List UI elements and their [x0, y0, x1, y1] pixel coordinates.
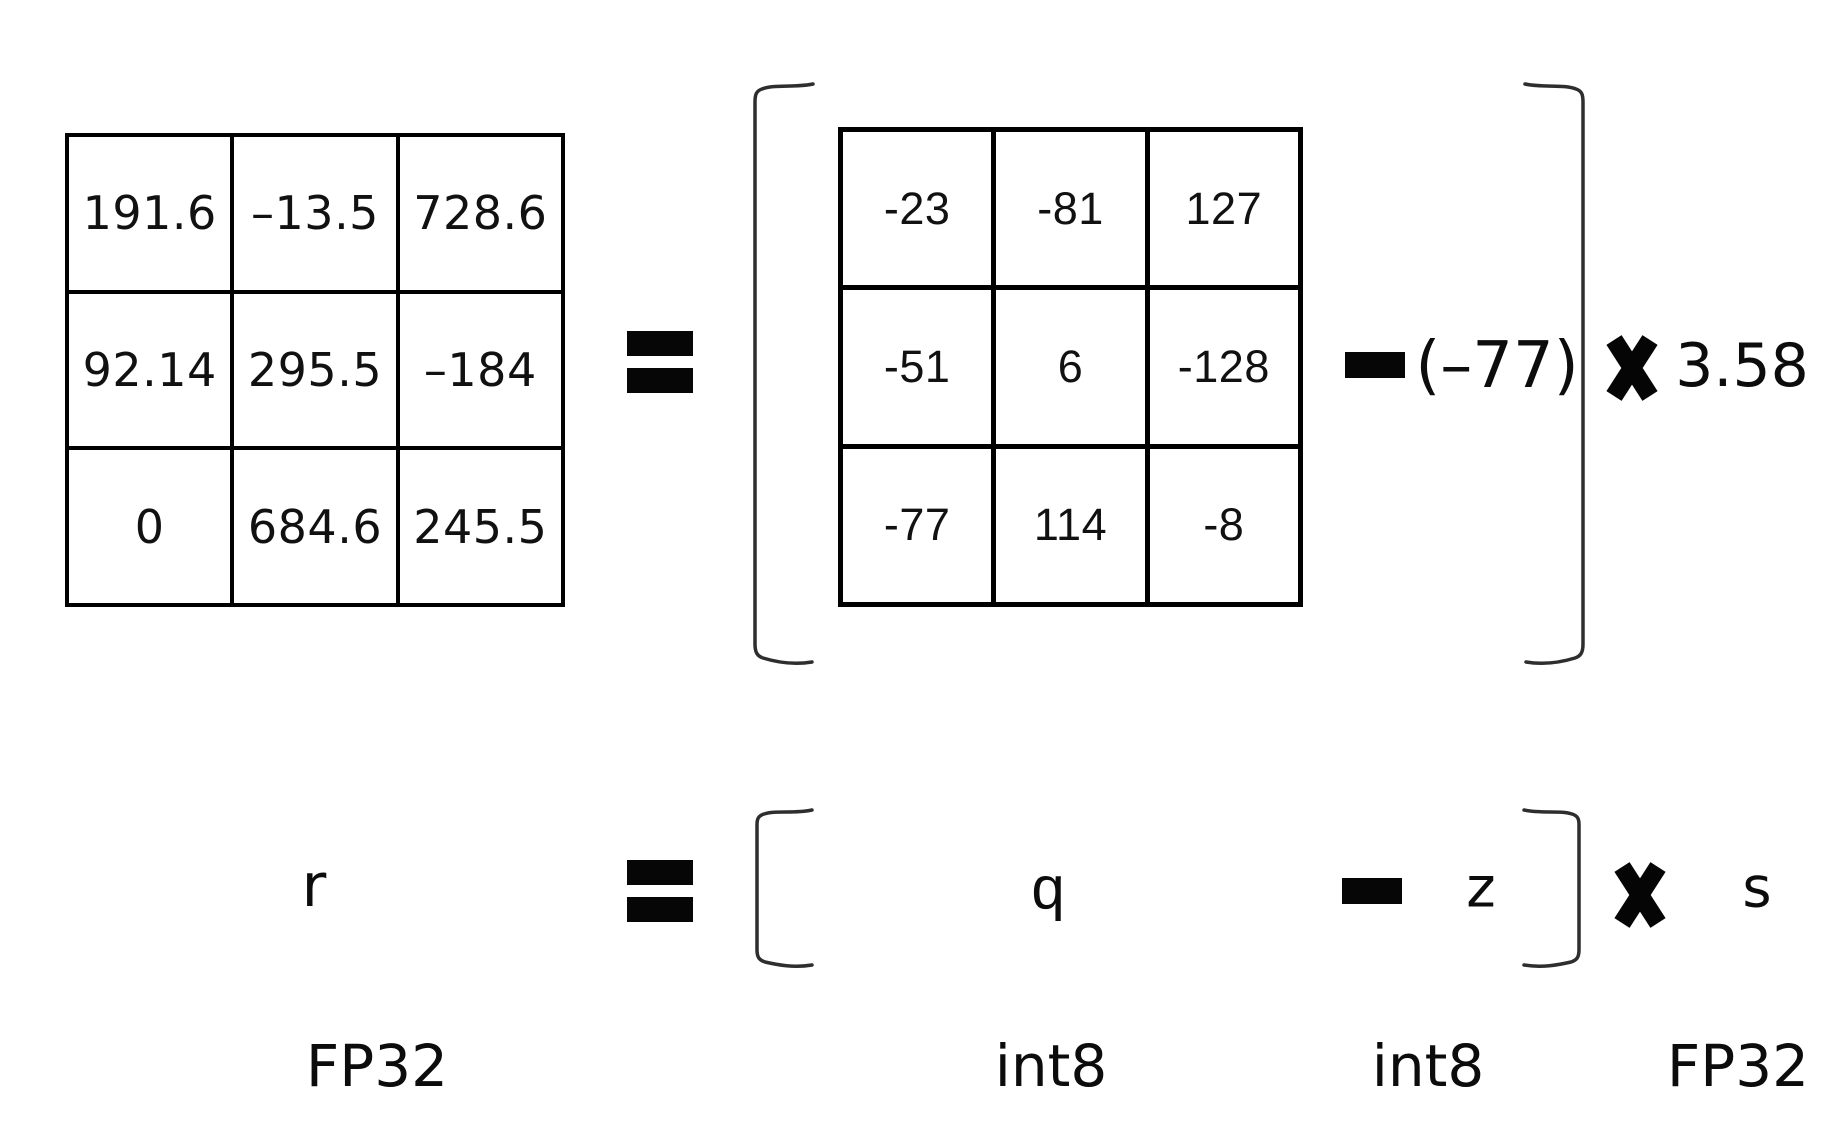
- int8-matrix-cell: -51: [843, 290, 992, 444]
- int8-matrix-cell: 114: [996, 448, 1145, 602]
- right-bracket-icon: [1523, 82, 1585, 665]
- int8-matrix-cell: -23: [843, 132, 992, 286]
- fp32-matrix: 191.6 –13.5 728.6 92.14 295.5 –184 0 684…: [65, 133, 565, 607]
- fp32-matrix-cell: 0: [69, 450, 231, 603]
- int8-matrix-cell: 127: [1149, 132, 1298, 286]
- fp32-matrix-cell: 191.6: [69, 137, 231, 290]
- multiply-icon: [1606, 335, 1658, 401]
- fp32-matrix-cell: 245.5: [399, 450, 561, 603]
- type-label-fp32: FP32: [305, 1032, 449, 1100]
- left-bracket-icon: [753, 82, 815, 665]
- int8-matrix-cell: -8: [1149, 448, 1298, 602]
- fp32-matrix-cell: –13.5: [234, 137, 396, 290]
- type-label-fp32: FP32: [1666, 1032, 1810, 1100]
- symbol-z: z: [1466, 855, 1496, 921]
- symbol-r: r: [301, 851, 327, 921]
- int8-matrix-cell: -81: [996, 132, 1145, 286]
- left-bracket-icon: [755, 808, 814, 968]
- type-label-int8: int8: [994, 1032, 1108, 1100]
- type-label-int8: int8: [1371, 1032, 1485, 1100]
- multiply-icon: [1614, 862, 1666, 928]
- symbol-s: s: [1742, 855, 1772, 921]
- int8-matrix-cell: 6: [996, 290, 1145, 444]
- scale-value: 3.58: [1675, 331, 1809, 401]
- fp32-matrix-cell: 295.5: [234, 293, 396, 447]
- zero-point-value: (–77): [1415, 329, 1579, 403]
- minus-icon: [1342, 878, 1402, 904]
- fp32-matrix-cell: 728.6: [399, 137, 561, 290]
- fp32-matrix-cell: 684.6: [234, 450, 396, 603]
- int8-matrix: -23 -81 127 -51 6 -128 -77 114 -8: [838, 127, 1303, 607]
- minus-icon: [1345, 352, 1405, 378]
- symbol-q: q: [1031, 854, 1065, 922]
- int8-matrix-cell: -128: [1149, 290, 1298, 444]
- int8-matrix-cell: -77: [843, 448, 992, 602]
- fp32-matrix-cell: 92.14: [69, 293, 231, 447]
- right-bracket-icon: [1522, 808, 1581, 968]
- fp32-matrix-cell: –184: [399, 293, 561, 447]
